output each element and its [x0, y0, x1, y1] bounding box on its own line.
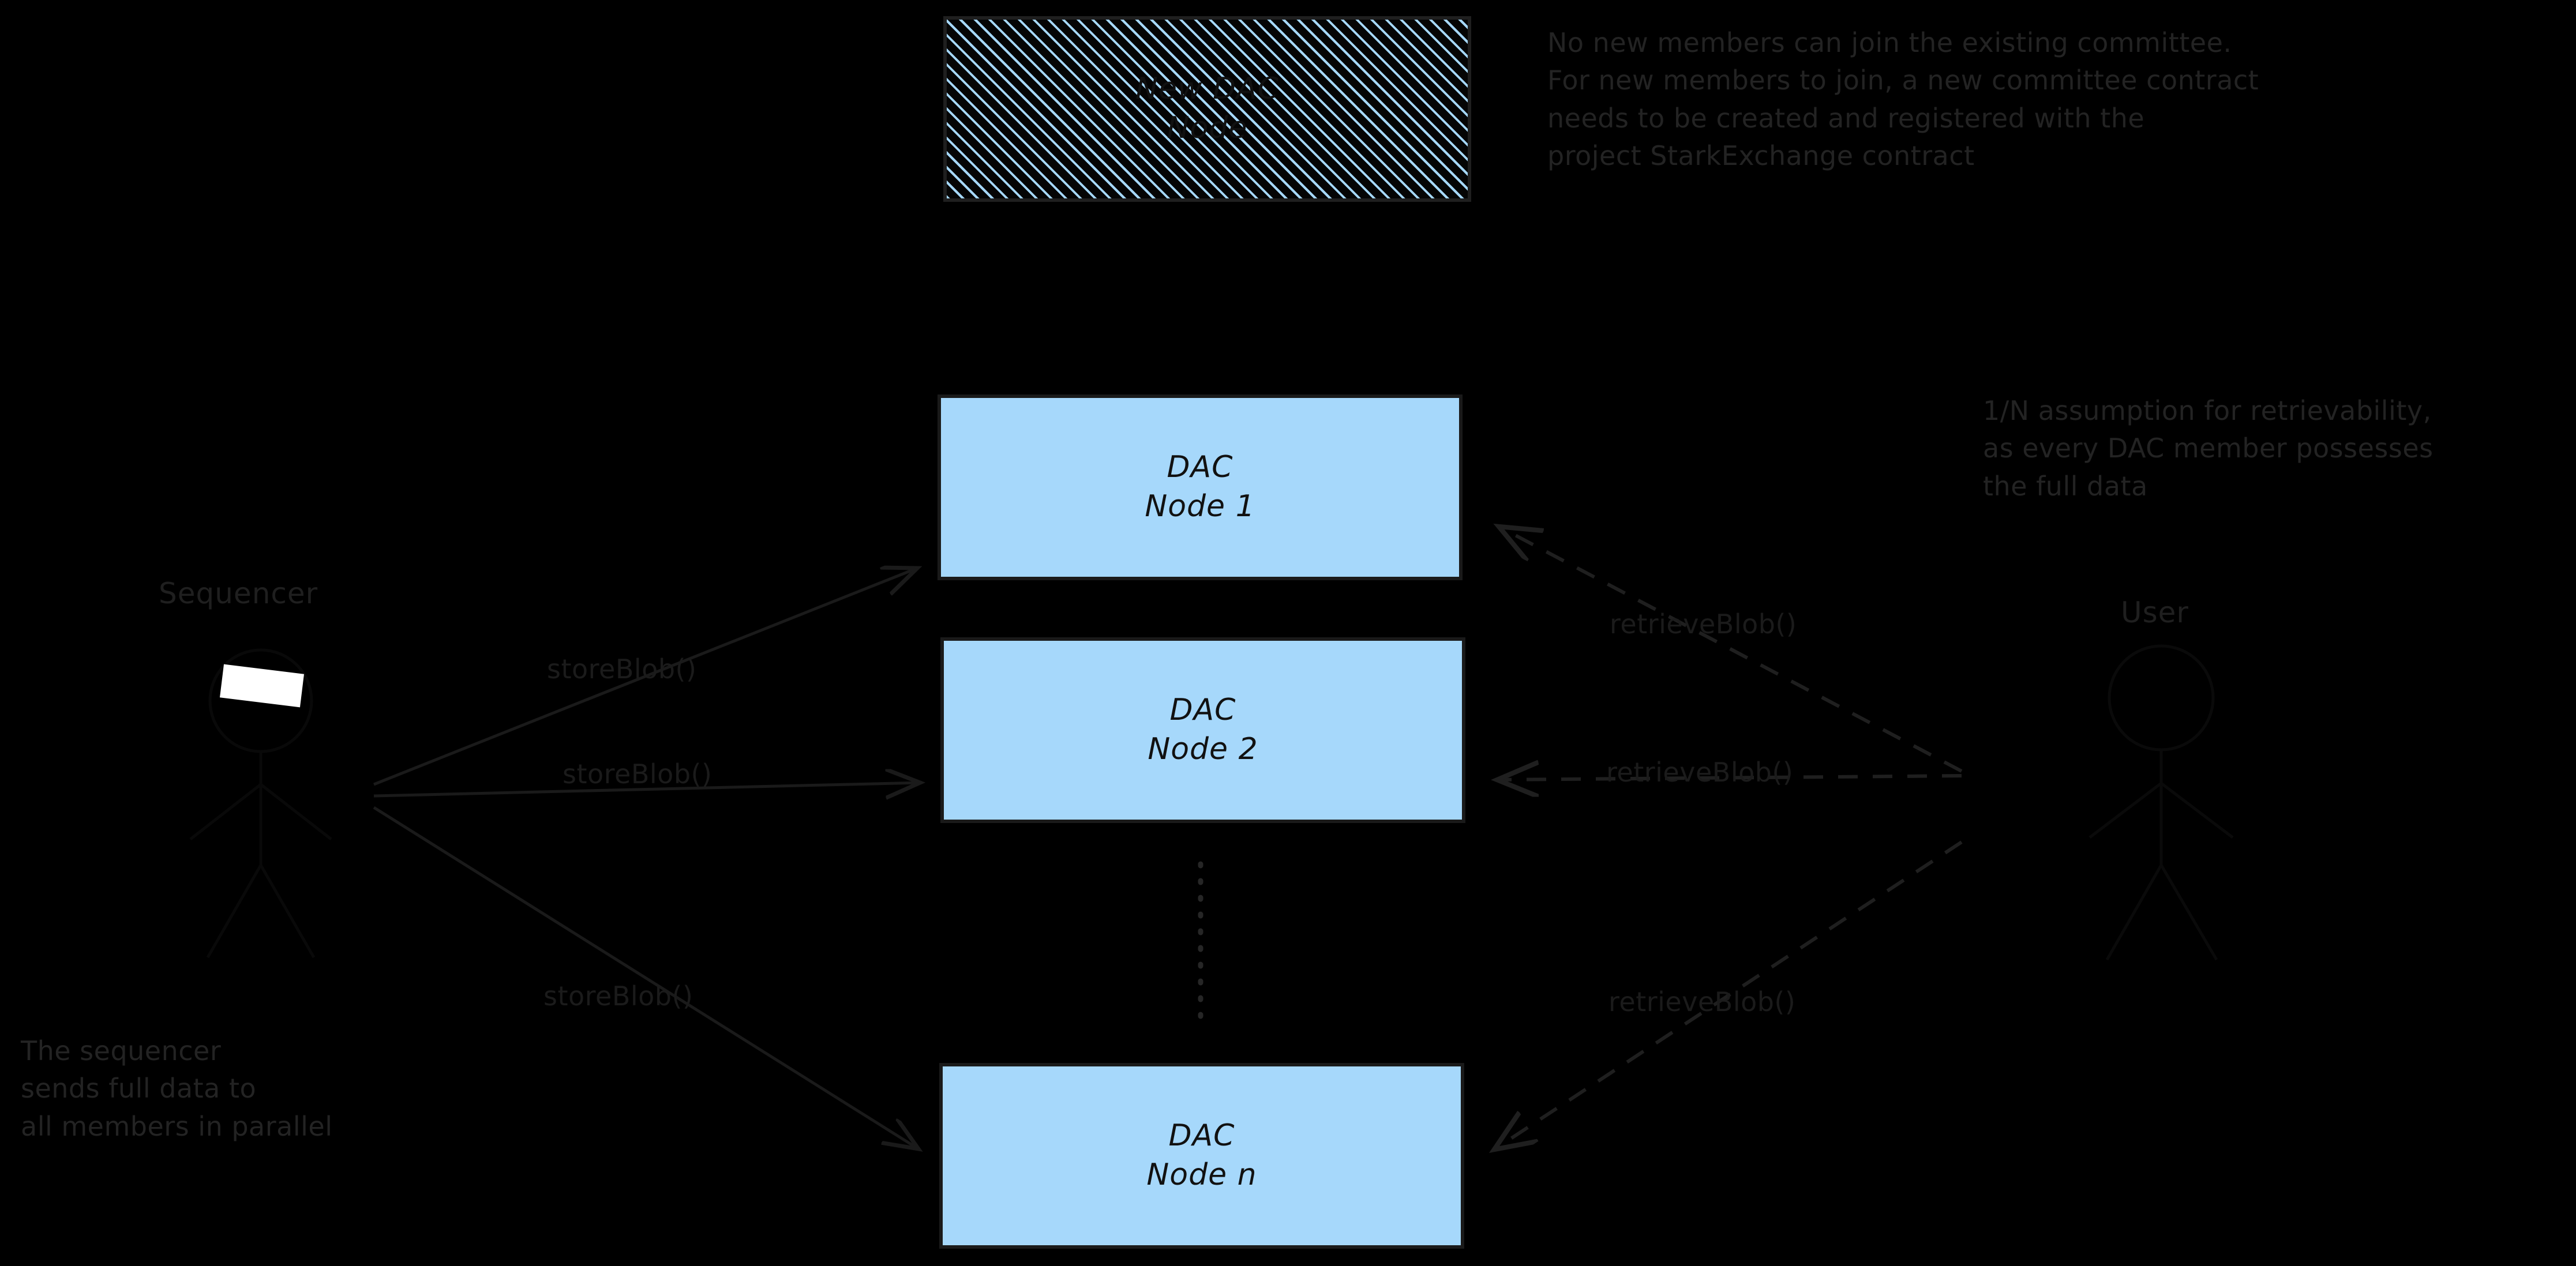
new-dac-node-box[interactable]: New DAC Node [943, 16, 1471, 202]
edge-label-store-node-2: storeBlob() [563, 758, 713, 790]
edge-retrieve-node-1 [1499, 527, 1963, 773]
dac-node-2-box[interactable]: DAC Node 2 [940, 637, 1465, 823]
edge-label-retrieve-node-n: retrieveBlob() [1608, 986, 1796, 1017]
user-figure-icon [2088, 644, 2234, 961]
dac-node-1-line2: Node 1 [1145, 489, 1255, 524]
sequencer-label: Sequencer [159, 577, 318, 610]
dac-node-n-line1: DAC [1168, 1118, 1235, 1154]
new-dac-node-line2: Node [1167, 111, 1248, 145]
edge-label-retrieve-node-2: retrieveBlob() [1606, 757, 1794, 788]
edge-label-store-node-1: storeBlob() [547, 653, 697, 685]
dac-node-1-box[interactable]: DAC Node 1 [938, 395, 1463, 580]
new-dac-node-line1: New DAC [1135, 72, 1279, 107]
dac-node-2-line2: Node 2 [1148, 732, 1258, 767]
dac-node-n-box[interactable]: DAC Node n [939, 1063, 1464, 1249]
edge-label-retrieve-node-1: retrieveBlob() [1610, 608, 1797, 640]
dac-node-n-line2: Node n [1146, 1158, 1257, 1192]
dac-node-1-line1: DAC [1167, 450, 1233, 485]
annotation-retrievability-note: 1/N assumption for retrievability, as ev… [1983, 395, 2433, 502]
dac-node-2-line1: DAC [1169, 693, 1236, 728]
user-label: User [2121, 596, 2189, 629]
sequencer-head-sticker [219, 664, 305, 708]
annotation-committee-note: No new members can join the existing com… [1547, 27, 2259, 171]
annotation-sequencer-note: The sequencer sends full data to all mem… [21, 1035, 333, 1142]
edge-label-store-node-n: storeBlob() [543, 981, 693, 1012]
